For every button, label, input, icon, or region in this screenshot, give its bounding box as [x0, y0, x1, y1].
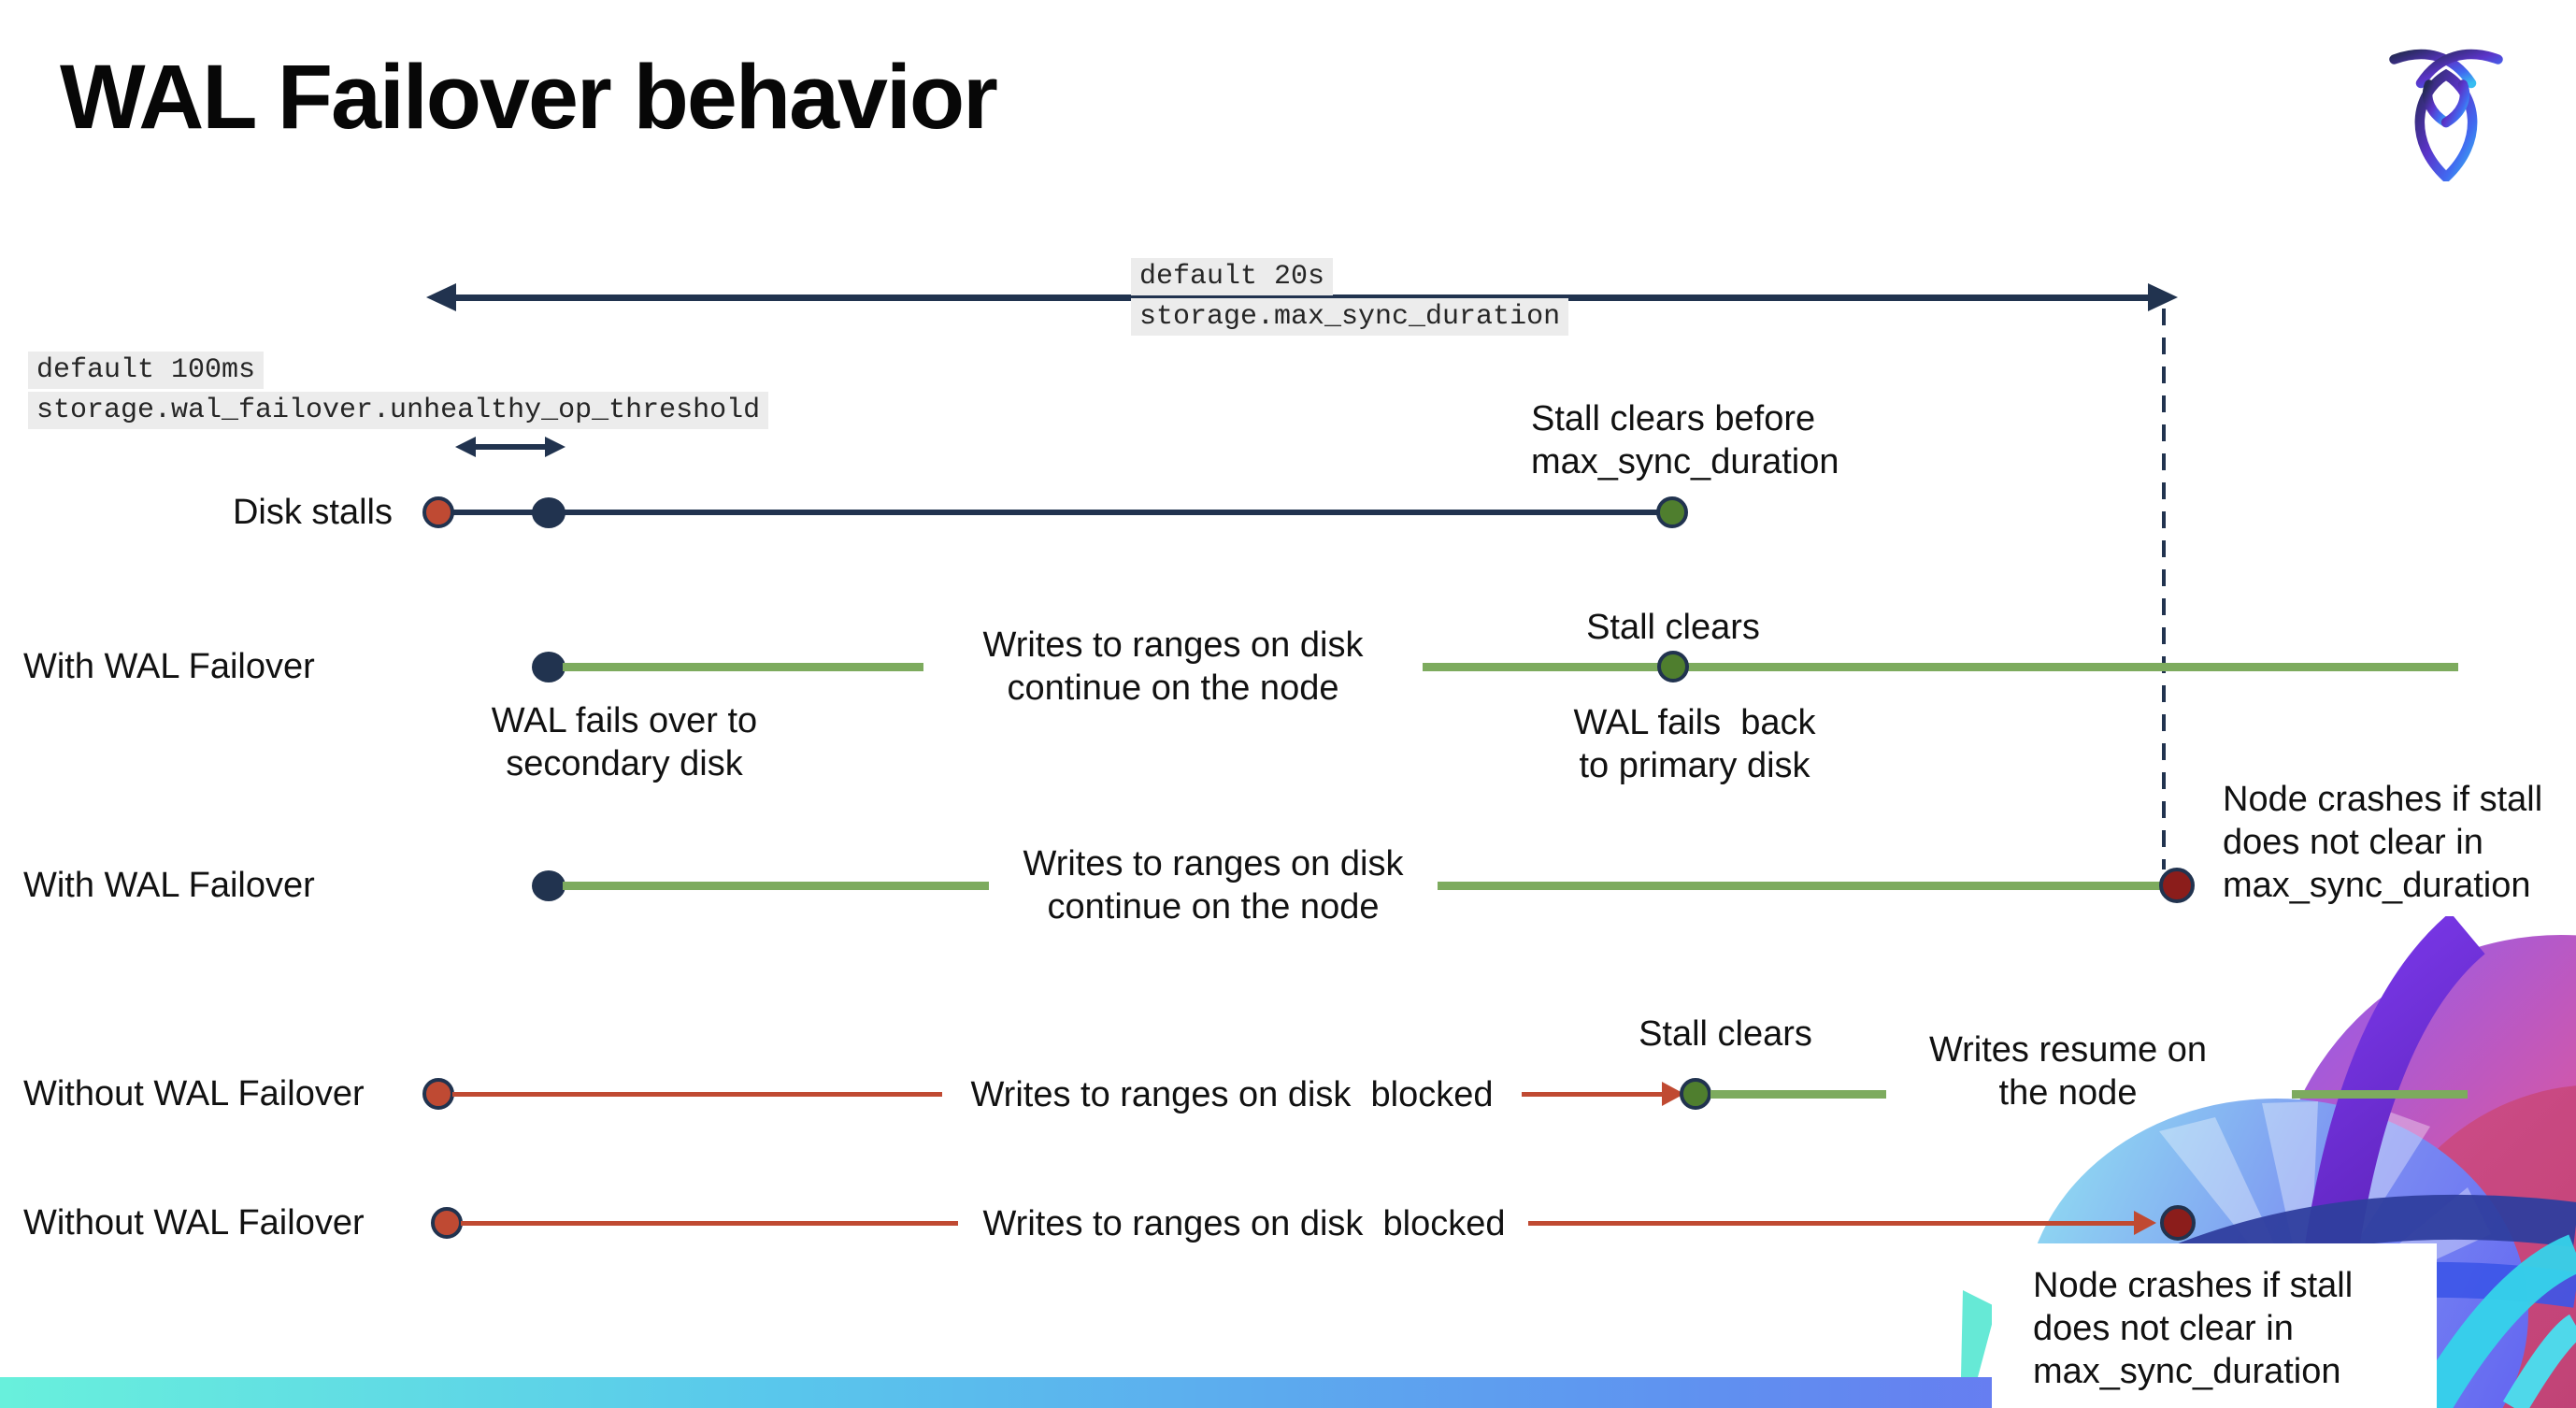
writes-blocked-note: Writes to ranges on disk blocked [970, 1075, 1494, 1114]
timeline-line [2292, 1090, 2468, 1099]
crash-callout-box [1992, 1243, 2437, 1408]
row-label: Disk stalls [232, 493, 393, 532]
blocked-line [1522, 1092, 1664, 1097]
node-crashes-note: Node crashes if stall does not clear in … [2223, 780, 2543, 905]
row-label: With WAL Failover [23, 647, 315, 686]
stall-clears-note: Stall clears [1639, 1014, 1812, 1054]
max-sync-default-label: default 20s [1131, 258, 1334, 295]
row-label: With WAL Failover [23, 866, 315, 905]
arrow-right-icon [2134, 1211, 2156, 1235]
arrow-left-icon [426, 283, 456, 311]
writes-continue-note: Writes to ranges on disk continue on the… [1023, 844, 1404, 927]
failover-dot [532, 652, 565, 682]
page-title: WAL Failover behavior [60, 46, 998, 148]
stall-clears-dot [1657, 651, 1689, 682]
threshold-default-label: default 100ms [28, 352, 265, 389]
failover-secondary-note: WAL fails over to secondary disk [491, 701, 758, 783]
writes-resume-note: Writes resume on the node [1928, 1030, 2208, 1113]
threshold-setting-label: storage.wal_failover.unhealthy_op_thresh… [28, 392, 769, 429]
failback-primary-note: WAL fails back to primary disk [1573, 703, 1816, 785]
writes-blocked-note: Writes to ranges on disk blocked [982, 1204, 1506, 1243]
stall-clears-note: Stall clears [1586, 608, 1760, 647]
timeline-line [1438, 882, 2161, 890]
blocked-line [461, 1221, 958, 1226]
node-crash-dot [2159, 868, 2195, 903]
timeline-line [563, 882, 989, 890]
disk-stall-start-dot [422, 496, 454, 528]
node-crash-dot [2160, 1205, 2196, 1241]
arrow-left-icon [455, 437, 476, 457]
threshold-span-line [472, 444, 549, 450]
failover-dot [532, 870, 565, 901]
max-sync-setting-label: storage.max_sync_duration [1131, 298, 1569, 336]
stall-clears-before-note: Stall clears before max_sync_duration [1531, 399, 1839, 481]
blocked-line [452, 1092, 942, 1097]
row-label: Without WAL Failover [23, 1203, 365, 1243]
arrow-right-icon [2148, 283, 2178, 311]
timeline-line [563, 663, 923, 671]
max-sync-duration-span-line [452, 295, 2150, 301]
row-label: Without WAL Failover [23, 1074, 365, 1113]
writes-continue-note: Writes to ranges on disk continue on the… [982, 625, 1364, 708]
failover-threshold-dot [532, 497, 565, 528]
timeline-line [452, 510, 1660, 515]
cockroachdb-logo-icon [2389, 49, 2503, 181]
timeline-line [1710, 1090, 1886, 1099]
timeline-line [1423, 663, 2458, 671]
node-crashes-note: Node crashes if stall does not clear in … [2033, 1266, 2354, 1391]
stall-clears-dot [1656, 496, 1688, 528]
disk-stall-start-dot [431, 1207, 463, 1239]
arrow-right-icon [545, 437, 565, 457]
stall-clears-dot [1680, 1078, 1711, 1110]
disk-stall-start-dot [422, 1078, 454, 1110]
max-sync-deadline-dashed-line [2162, 309, 2166, 869]
blocked-line [1528, 1221, 2136, 1226]
